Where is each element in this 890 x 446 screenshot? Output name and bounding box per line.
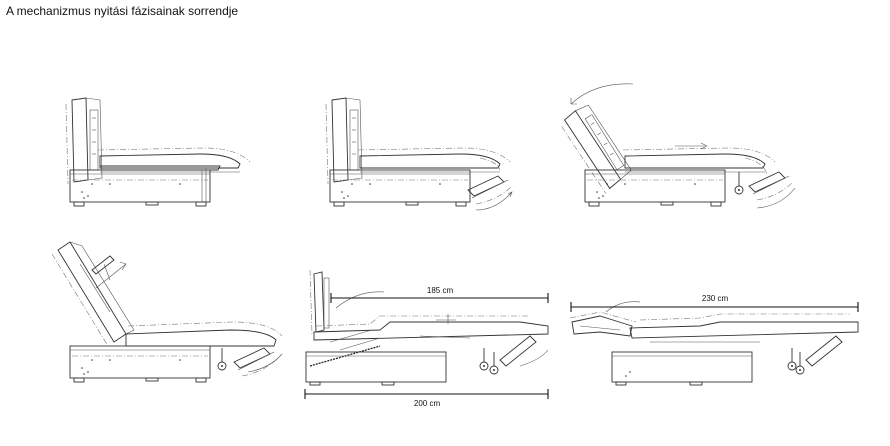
phase-2 (325, 97, 513, 211)
phase-1-closed (65, 97, 251, 207)
phase-5: 185 cm 200 cm (304, 269, 549, 408)
page-title: A mechanizmus nyitási fázisainak sorrend… (6, 4, 239, 18)
phase-6-open: 230 cm (569, 294, 859, 386)
dimension-185: 185 cm (427, 286, 454, 295)
dimension-230: 230 cm (702, 294, 729, 303)
phase-4 (51, 241, 283, 383)
phase-3 (557, 83, 796, 209)
dimension-200: 200 cm (414, 399, 441, 408)
